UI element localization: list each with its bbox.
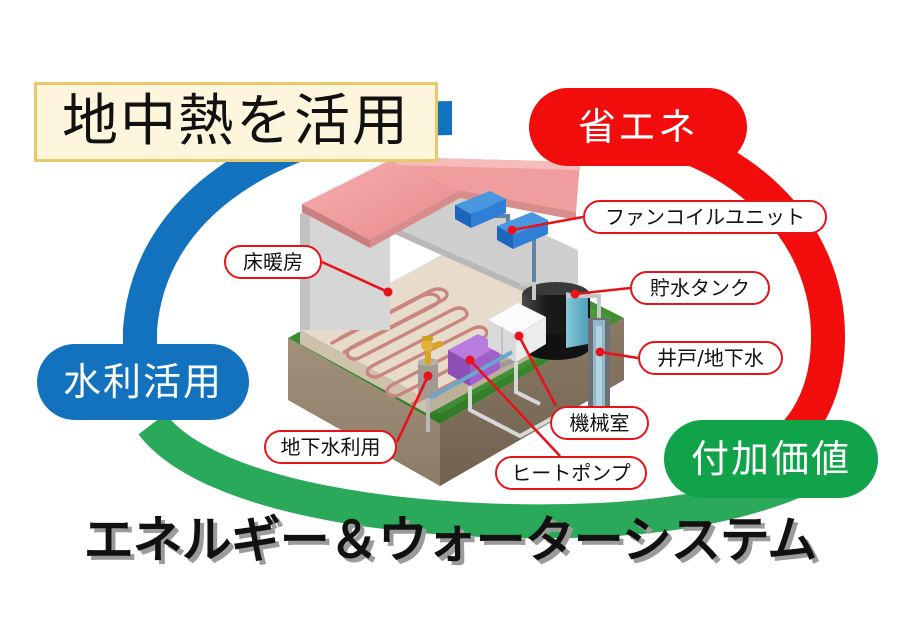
- callout-heat-pump[interactable]: ヒートポンプ: [495, 456, 647, 490]
- callout-heat-pump-label: ヒートポンプ: [511, 461, 631, 485]
- bottom-headline-text: エネルギー＆ウォーターシステム: [83, 511, 817, 569]
- callout-water-tank-label: 貯水タンク: [650, 276, 750, 300]
- badge-energy-saving[interactable]: 省エネ: [529, 88, 747, 166]
- headline-title-box: 地中熱を活用: [34, 82, 438, 162]
- callout-fan-coil-unit[interactable]: ファンコイルユニット: [583, 200, 827, 234]
- callout-fan-coil-unit-label: ファンコイルユニット: [605, 205, 805, 229]
- callout-well-groundwater-label: 井戸/地下水: [657, 346, 764, 370]
- floor-heating-coil: [330, 287, 509, 406]
- callout-groundwater-use-label: 地下水利用: [280, 435, 381, 459]
- badge-added-value-label: 付加価値: [690, 437, 851, 481]
- bottom-headline: エネルギー＆ウォーターシステム: [0, 500, 900, 572]
- headline-title-text: 地中熱を活用: [62, 89, 410, 154]
- callout-floor-heating-label: 床暖房: [243, 250, 303, 274]
- callout-anchor-dots: [383, 225, 605, 381]
- badge-added-value[interactable]: 付加価値: [664, 420, 878, 498]
- callout-floor-heating[interactable]: 床暖房: [224, 245, 322, 279]
- callout-leader-lines: [321, 215, 639, 457]
- buried-piping: [468, 362, 561, 439]
- badge-water-use-label: 水利活用: [62, 360, 223, 404]
- callout-water-tank[interactable]: 貯水タンク: [630, 271, 770, 305]
- badge-energy-saving-label: 省エネ: [577, 105, 698, 149]
- callout-groundwater-use[interactable]: 地下水利用: [264, 430, 397, 464]
- callout-machine-room[interactable]: 機械室: [550, 406, 649, 440]
- badge-water-use[interactable]: 水利活用: [37, 344, 249, 420]
- callout-machine-room-label: 機械室: [569, 411, 630, 435]
- callout-well-groundwater[interactable]: 井戸/地下水: [638, 341, 783, 375]
- supply-piping-blue: [429, 350, 513, 400]
